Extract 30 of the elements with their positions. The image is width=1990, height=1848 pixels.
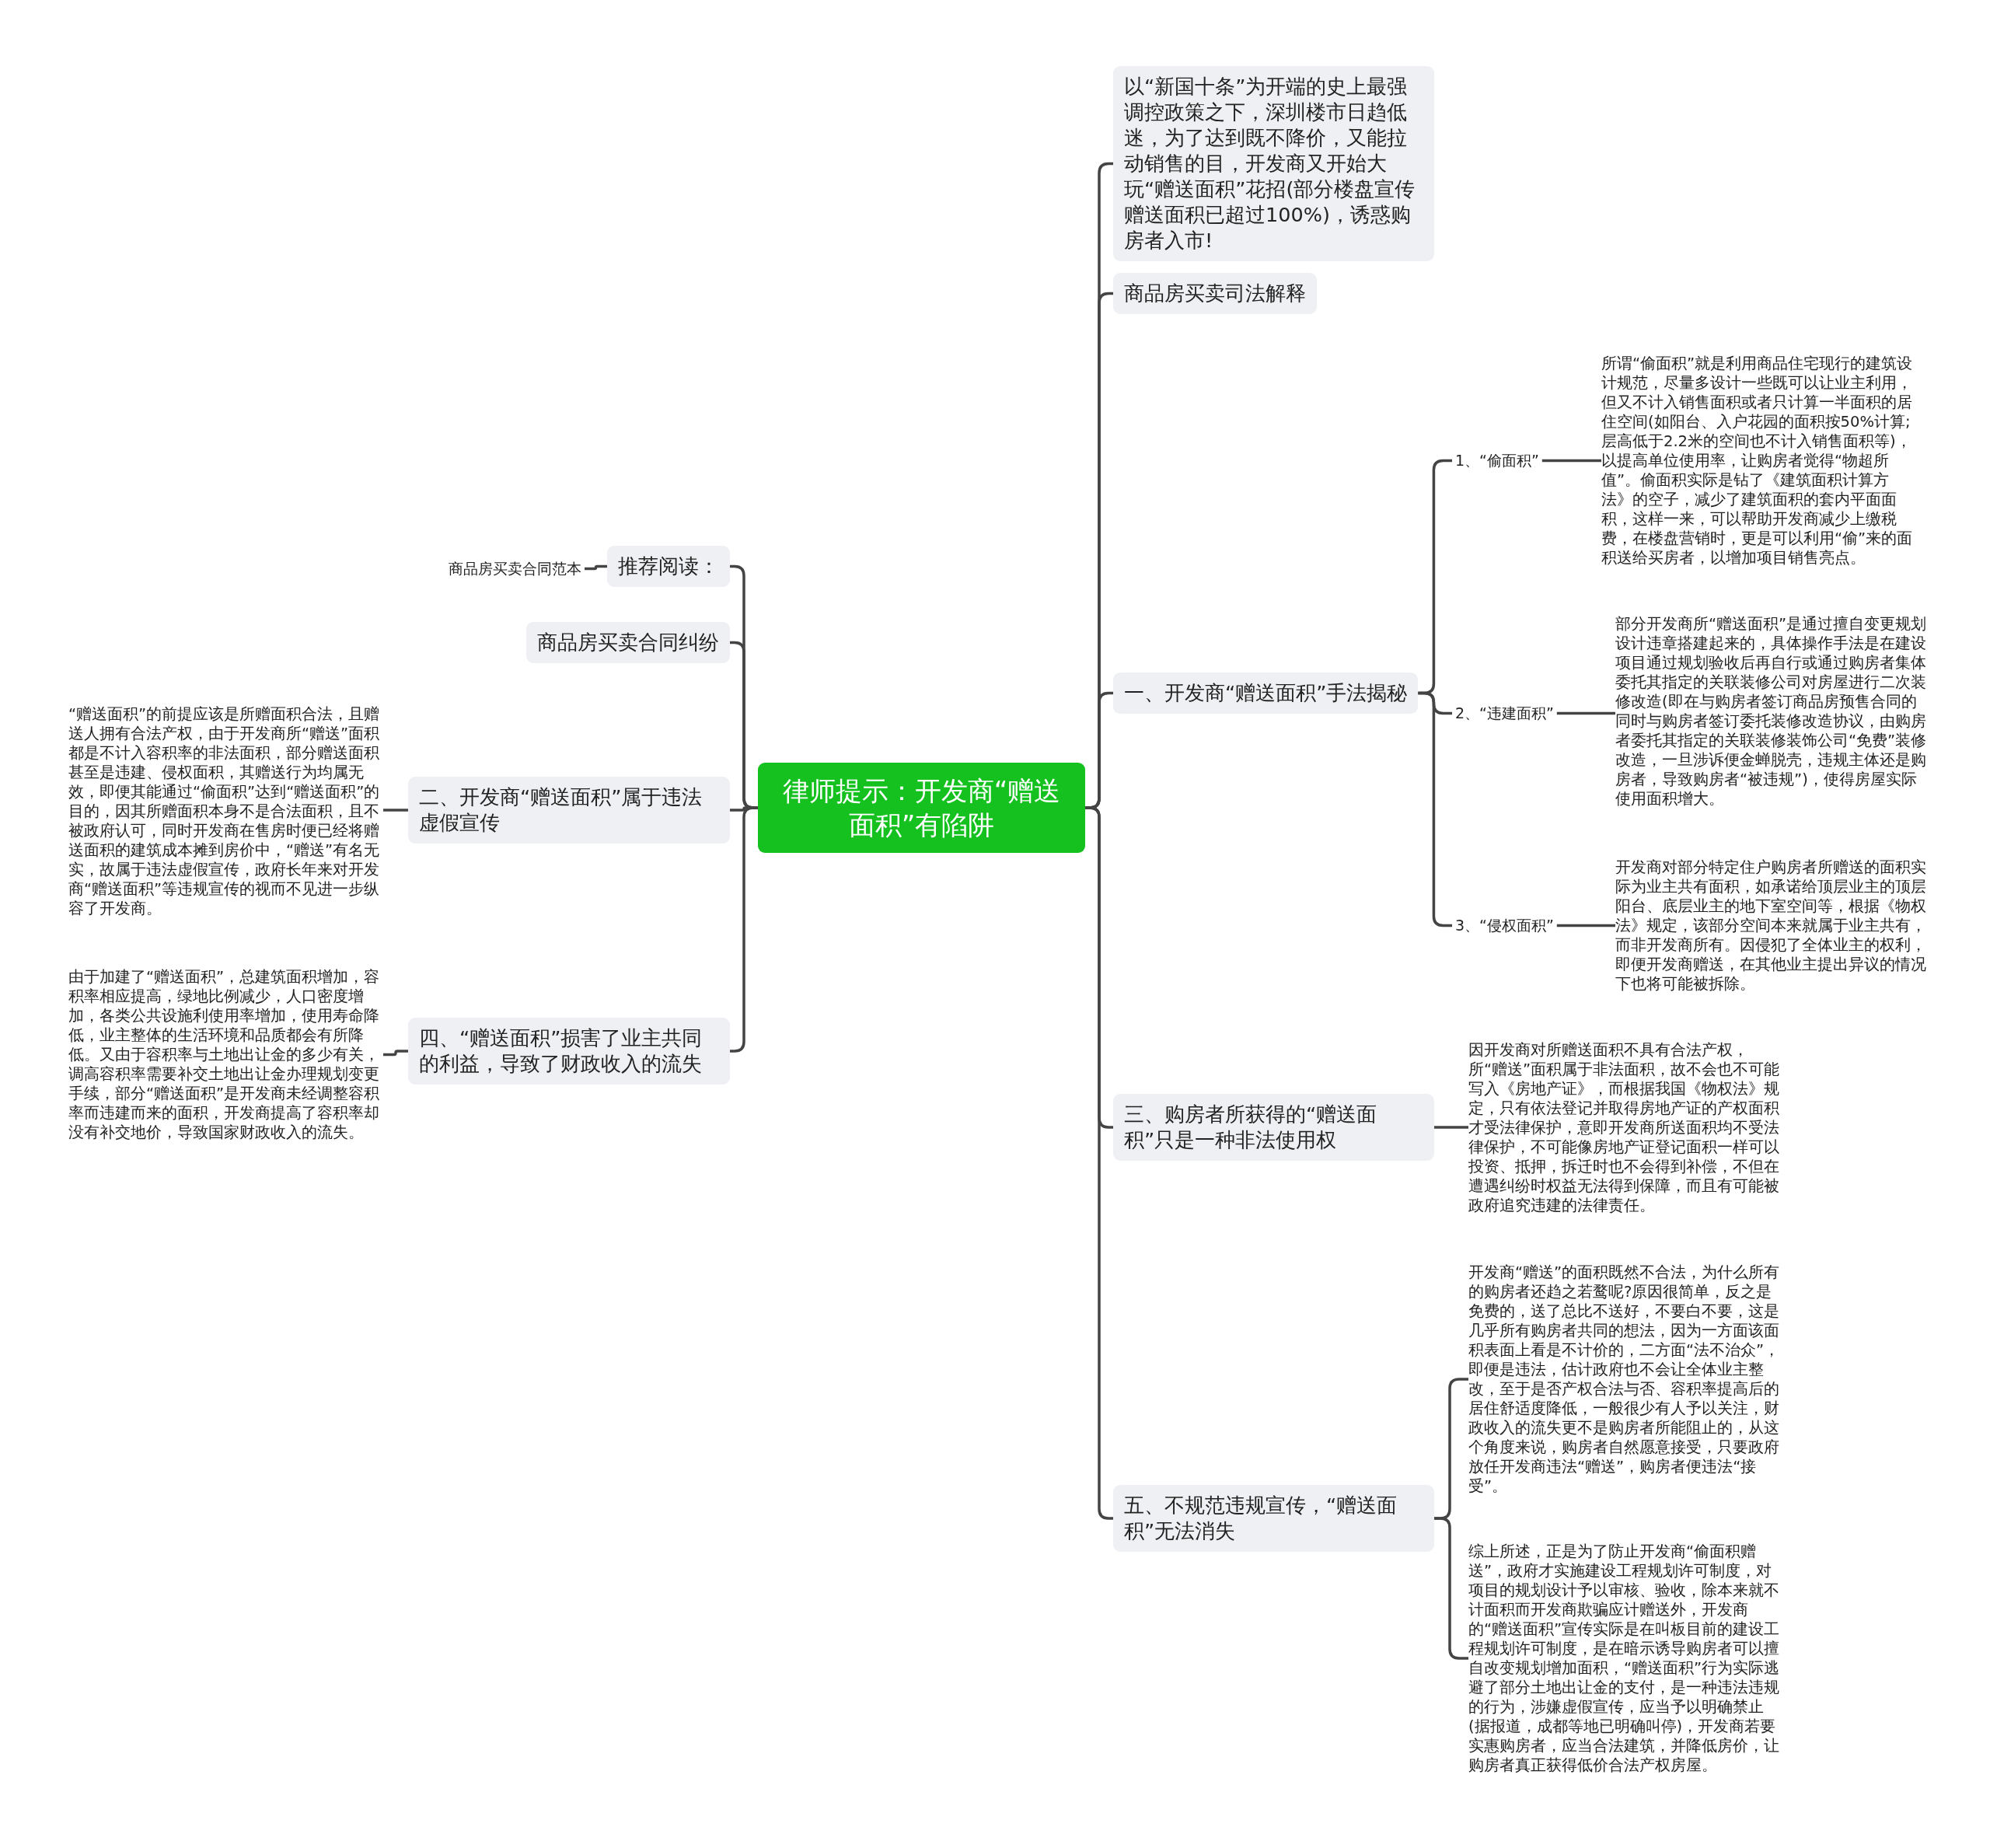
topic-box: 四、“赠送面积”损害了业主共同的利益，导致了财政收入的流失	[408, 1018, 730, 1085]
connector-line	[1541, 459, 1601, 463]
note-text: 开发商“赠送”的面积既然不合法，为什么所有的购房者还趋之若鹜呢?原因很简单，反之是免费的，送了总比不送好，不要白不要，这是几乎所有购房者共同的想法，因为一方面该面积表面上看是不计价的，二方面“法不治众”，即便是违法，估计政府也不会让全体业主整改，至于是否产权合法与否、容积率提高后的居住舒适度降低，一般很少有人予以关注，财政收入的流失更不是购房者所能阻止的，从这个角度来说，购房者自然愿意接受，只要政府放任开发商违法“赠送”，购房者便违法“接受”。	[1468, 1263, 1783, 1496]
topic-box: 三、购房者所获得的“赠送面积”只是一种非法使用权	[1113, 1094, 1434, 1161]
central-topic-box: 律师提示：开发商“赠送面积”有陷阱	[758, 763, 1085, 853]
subtopic-label: 3、“侵权面积”	[1452, 914, 1557, 937]
subtopic-label: 1、“偷面积”	[1452, 449, 1542, 472]
connector-line	[1434, 1126, 1468, 1129]
subtopic-label: 2、“违建面积”	[1452, 702, 1557, 725]
note-text: 开发商对部分特定住户购房者所赠送的面积实际为业主共有面积，如承诺给顶层业主的顶层阳台、底层业主的地下室空间等，根据《物权法》规定，该部分空间本来就属于业主共有，而非开发商所有。因侵犯了全体业主的权利，即便开发商赠送，在其他业主提出异议的情况下也将可能被拆除。	[1615, 858, 1930, 994]
subtopic-label: 商品房买卖合同范本	[445, 557, 585, 580]
connector-line	[383, 809, 408, 812]
note-text: 由于加建了“赠送面积”，总建筑面积增加，容积率相应提高，绿地比例减少，人口密度增加，各类公共设施利使用率增加，使用寿命降低，业主整体的生活环境和品质都会有所降低。又由于容积率与土地出让金的多少有关，调高容积率需要补交土地出让金办理规划变更手续，部分“赠送面积”是开发商未经调整容积率而违建而来的面积，开发商提高了容积率却没有补交地价，导致国家财政收入的流失。	[68, 967, 383, 1142]
connector-line	[585, 564, 607, 571]
note-text: “赠送面积”的前提应该是所赠面积合法，且赠送人拥有合法产权，由于开发商所“赠送”面积都是不计入容积率的非法面积，部分赠送面积甚至是违建、侵权面积，其赠送行为均属无效，即便其能通过“偷面积”达到“赠送面积”的目的，因其所赠面积本身不是合法面积，且不被政府认可，同时开发商在售房时便已经将赠送面积的建筑成本摊到房价中，“赠送”有名无实，故属于违法虚假宣传，政府长年来对开发商“赠送面积”等违规宣传的视而不见进一步纵容了开发商。	[68, 704, 383, 918]
connector-line	[383, 1050, 408, 1057]
connector-line	[730, 806, 758, 1053]
note-text: 部分开发商所“赠送面积”是通过擅自变更规划设计违章搭建起来的，具体操作手法是在建设项目通过规划验收后再自行或通过购房者集体委托其指定的关联装修公司对房屋进行二次装修改造(即在与购房者签订商品房预售合同的同时与购房者签订委托装修改造协议，由购房者委托其指定的关联装修装饰公司“免费”装修改造，一旦涉诉便金蝉脱壳，违规主体还是购房者，导致购房者“被违规”)，使得房屋实际使用面积增大。	[1615, 614, 1930, 809]
topic-box: 五、不规范违规宣传，“赠送面积”无法消失	[1113, 1485, 1434, 1552]
topic-box: 商品房买卖司法解释	[1113, 273, 1317, 314]
note-text: 综上所述，正是为了防止开发商“偷面积赠送”，政府才实施建设工程规划许可制度，对项目的规划设计予以审核、验收，除本来就不计面积而开发商欺骗应计赠送外，开发商的“赠送面积”宣传实际是在叫板目前的建设工程规划许可制度，是在暗示诱导购房者可以擅自改变规划增加面积，“赠送面积”行为实际逃避了部分土地出让金的支付，是一种违法违规的行为，涉嫌虚假宣传，应当予以明确禁止(据报道，成都等地已明确叫停)，开发商若要实惠购房者，应当合法建筑，并降低房价，让购房者真正获得低价合法产权房屋。	[1468, 1542, 1783, 1775]
topic-box: 商品房买卖合同纠纷	[526, 622, 730, 663]
note-text: 因开发商对所赠送面积不具有合法产权，所“赠送”面积属于非法面积，故不会也不可能写入《房地产证》，而根据我国《物权法》规定，只有依法登记并取得房地产证的产权面积才受法律保护，意即开发商所送面积均不受法律保护，不可能像房地产证登记面积一样可以投资、抵押，拆迁时也不会得到补偿，不但在遭遇纠纷时权益无法得到保障，而且有可能被政府追究违建的法律责任。	[1468, 1040, 1783, 1215]
topic-box: 二、开发商“赠送面积”属于违法虚假宣传	[408, 777, 730, 844]
note-text: 所谓“偷面积”就是利用商品住宅现行的建筑设计规范，尽量多设计一些既可以让业主利用，但又不计入销售面积或者只计算一半面积的居住空间(如阳台、入户花园的面积按50%计算;层高低于2.2米的空间也不计入销售面积等)，以提高单位使用率，让购房者觉得“物超所值”。偷面积实际是钻了《建筑面积计算方法》的空子，减少了建筑面积的套内平面面积，这样一来，可以帮助开发商减少上缴税费，在楼盘营销时，更是可以利用“偷”来的面积送给买房者，以增加项目销售亮点。	[1601, 354, 1916, 568]
topic-box: 推荐阅读：	[607, 546, 730, 587]
topic-box: 一、开发商“赠送面积”手法揭秘	[1113, 672, 1419, 714]
connector-line	[1556, 711, 1615, 715]
connector-line	[1556, 924, 1615, 927]
topic-box: 以“新国十条”为开端的史上最强调控政策之下，深圳楼市日趋低迷，为了达到既不降价，又能拉动销售的目，开发商又开始大玩“赠送面积”花招(部分楼盘宣传赠送面积已超过100%)，诱惑购房者入市!	[1113, 66, 1434, 261]
